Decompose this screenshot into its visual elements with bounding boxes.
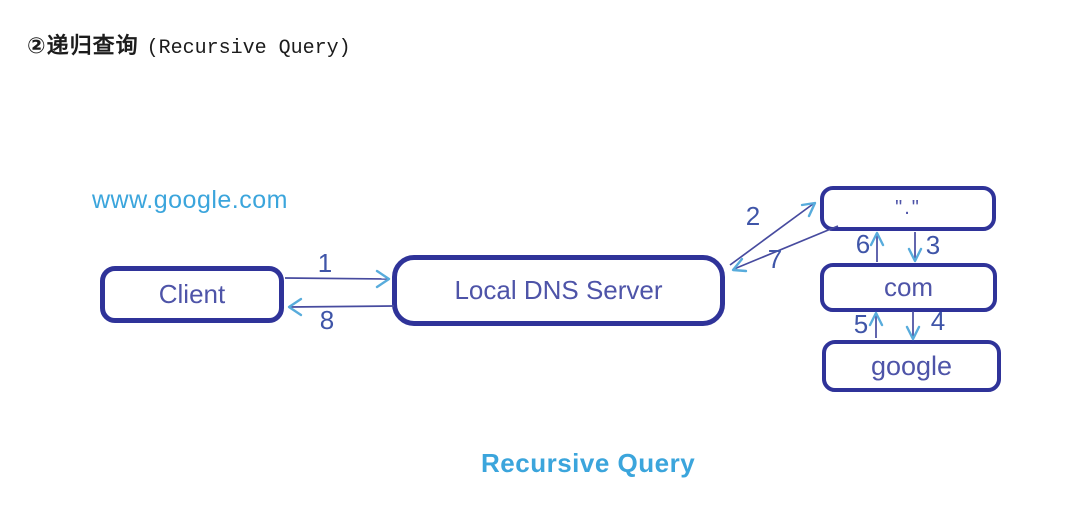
arrow-8-head-icon (287, 297, 303, 317)
edge-label-4: 4 (930, 306, 946, 336)
title-english: (Recursive Query) (146, 37, 351, 60)
arrow-7-head-icon (731, 257, 748, 273)
node-com-server-label: com (883, 272, 934, 302)
arrow-8-line (289, 305, 395, 308)
node-google-server-label: google (870, 350, 953, 381)
node-root-server: "." (820, 186, 996, 231)
edge-label-2: 2 (745, 201, 761, 231)
arrow-1-head-icon (375, 269, 391, 289)
edge-label-8: 8 (319, 305, 335, 335)
arrow-3-head-icon (907, 247, 923, 263)
arrow-1-line (284, 277, 390, 280)
edge-label-5: 5 (853, 309, 869, 339)
node-local-dns-server: Local DNS Server (392, 255, 725, 326)
arrow-2-line (729, 203, 814, 266)
node-root-server-label: "." (895, 197, 921, 219)
edge-label-7: 7 (767, 244, 783, 274)
caption-recursive-query: Recursive Query (481, 448, 696, 478)
edge-label-3: 3 (925, 230, 941, 260)
node-client: Client (100, 266, 284, 323)
arrow-4-head-icon (905, 325, 921, 341)
arrow-5-head-icon (868, 311, 884, 327)
edge-label-1: 1 (317, 248, 333, 278)
node-google-server: google (822, 340, 1001, 392)
arrow-7-line (733, 225, 839, 270)
node-com-server: com (820, 263, 997, 312)
query-domain-label: www.google.com (92, 186, 288, 214)
title-chinese: ②递归查询 (27, 33, 139, 58)
node-local-dns-server-label: Local DNS Server (454, 275, 663, 305)
node-client-label: Client (158, 279, 226, 309)
arrow-2-head-icon (800, 201, 817, 218)
edge-label-6: 6 (855, 229, 871, 259)
arrow-6-head-icon (869, 231, 885, 247)
page-title: ②递归查询 (Recursive Query) (27, 28, 351, 60)
